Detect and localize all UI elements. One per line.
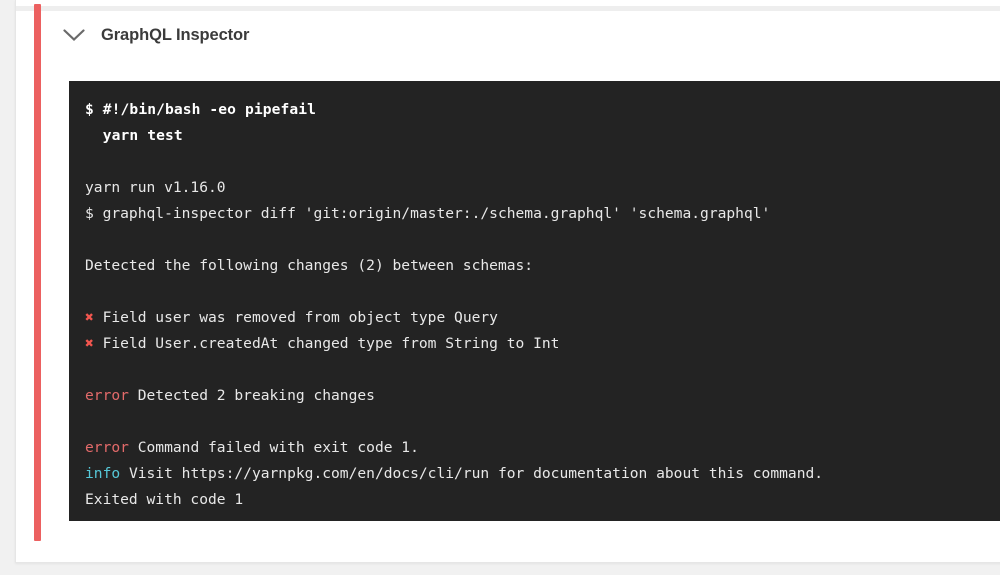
- terminal-blank-line: [69, 357, 1000, 383]
- log-level-label: info: [85, 465, 121, 482]
- terminal-error-line: error Command failed with exit code 1.: [69, 435, 1000, 461]
- chevron-down-icon[interactable]: [59, 22, 89, 48]
- page-title: GraphQL Inspector: [101, 25, 250, 44]
- terminal-output-line: $ graphql-inspector diff 'git:origin/mas…: [85, 205, 771, 222]
- terminal-command-line: $ #!/bin/bash -eo pipefail: [85, 101, 317, 118]
- terminal-blank-line: [69, 409, 1000, 435]
- terminal-command-line: yarn test: [85, 127, 183, 144]
- terminal-line-text: Detected 2 breaking changes: [128, 387, 375, 404]
- terminal-output-line: yarn run v1.16.0: [85, 179, 226, 196]
- terminal-blank-line: [69, 227, 1000, 253]
- terminal-line-text: Command failed with exit code 1.: [128, 439, 419, 456]
- terminal-output-line: Detected the following changes (2) betwe…: [85, 257, 534, 274]
- terminal-info-line: info Visit https://yarnpkg.com/en/docs/c…: [69, 461, 1000, 487]
- terminal-output-line: Exited with code 1: [85, 491, 244, 508]
- terminal-blank-line: [69, 149, 1000, 175]
- terminal-line-text: Visit https://yarnpkg.com/en/docs/cli/ru…: [120, 465, 824, 482]
- cross-mark-icon: ✖: [85, 335, 94, 352]
- status-stripe-failure: [34, 4, 41, 541]
- cross-mark-icon: ✖: [85, 309, 94, 326]
- terminal-breaking-change-line: ✖ Field user was removed from object typ…: [69, 305, 1000, 331]
- log-level-label: error: [85, 387, 129, 404]
- terminal-error-line: error Detected 2 breaking changes: [69, 383, 1000, 409]
- terminal-line-text: Field User.createdAt changed type from S…: [93, 335, 560, 352]
- card-top-divider: [16, 6, 1000, 11]
- check-result-card: GraphQL Inspector $ #!/bin/bash -eo pipe…: [15, 0, 1000, 563]
- log-level-label: error: [85, 439, 129, 456]
- terminal-breaking-change-line: ✖ Field User.createdAt changed type from…: [69, 331, 1000, 357]
- terminal-line-text: Field user was removed from object type …: [93, 309, 498, 326]
- terminal-log-output[interactable]: $ #!/bin/bash -eo pipefail yarn test yar…: [69, 81, 1000, 521]
- card-header: GraphQL Inspector: [59, 22, 249, 48]
- terminal-blank-line: [69, 279, 1000, 305]
